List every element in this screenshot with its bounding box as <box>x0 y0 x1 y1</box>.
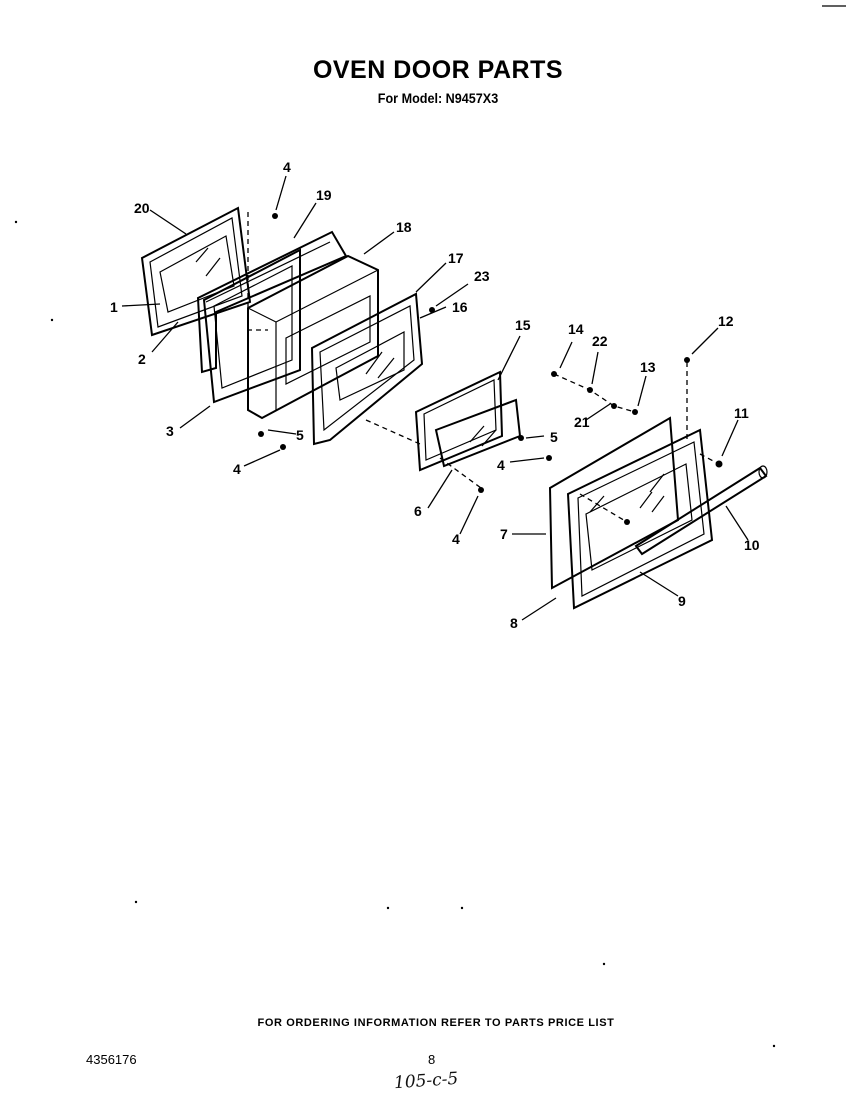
part-18-insulation-box <box>247 254 379 420</box>
callout-18: 18 <box>396 219 412 235</box>
part-6-inner-glass <box>434 398 522 468</box>
part-20-inner-liner <box>140 206 252 337</box>
callout-10: 10 <box>744 537 760 553</box>
ordering-info-note: FOR ORDERING INFORMATION REFER TO PARTS … <box>257 1017 615 1029</box>
callout-22: 22 <box>592 333 608 349</box>
callout-4: 4 <box>283 159 291 175</box>
callout-5: 5 <box>296 427 304 443</box>
callout-21: 21 <box>574 414 590 430</box>
callout-7: 7 <box>500 526 508 542</box>
callout-23: 23 <box>474 268 490 284</box>
callout-20: 20 <box>134 200 150 216</box>
callout-5: 5 <box>550 429 558 445</box>
callout-13: 13 <box>640 359 656 375</box>
model-subtitle: For Model: N9457X3 <box>377 90 499 106</box>
page-number: 8 <box>428 1052 436 1067</box>
part-10-handle <box>634 465 768 556</box>
callout-4: 4 <box>233 461 241 477</box>
callout-14: 14 <box>568 321 584 337</box>
callout-4: 4 <box>497 457 505 473</box>
callout-labels: 4 19 18 20 17 23 16 1 2 3 5 4 15 14 22 1… <box>110 159 760 631</box>
part-19-gasket <box>196 230 348 374</box>
callout-2: 2 <box>138 351 146 367</box>
callout-8: 8 <box>510 615 518 631</box>
callout-9: 9 <box>678 593 686 609</box>
callout-3: 3 <box>166 423 174 439</box>
callout-16: 16 <box>452 299 468 315</box>
callout-17: 17 <box>448 250 464 266</box>
scan-marks <box>14 5 846 1048</box>
leader-lines <box>121 175 749 621</box>
assembly-lines <box>247 212 720 523</box>
part-16-door-frame <box>310 292 424 446</box>
callout-19: 19 <box>316 187 332 203</box>
callout-6: 6 <box>414 503 422 519</box>
callout-4: 4 <box>452 531 460 547</box>
callout-15: 15 <box>515 317 531 333</box>
callout-12: 12 <box>718 313 734 329</box>
document-number: 4356176 <box>86 1052 137 1067</box>
callout-11: 11 <box>734 405 749 421</box>
page-title: OVEN DOOR PARTS <box>312 56 564 84</box>
part-9-outer-door <box>566 428 714 610</box>
part-3-glass-frame <box>202 248 301 404</box>
callout-1: 1 <box>110 299 118 315</box>
